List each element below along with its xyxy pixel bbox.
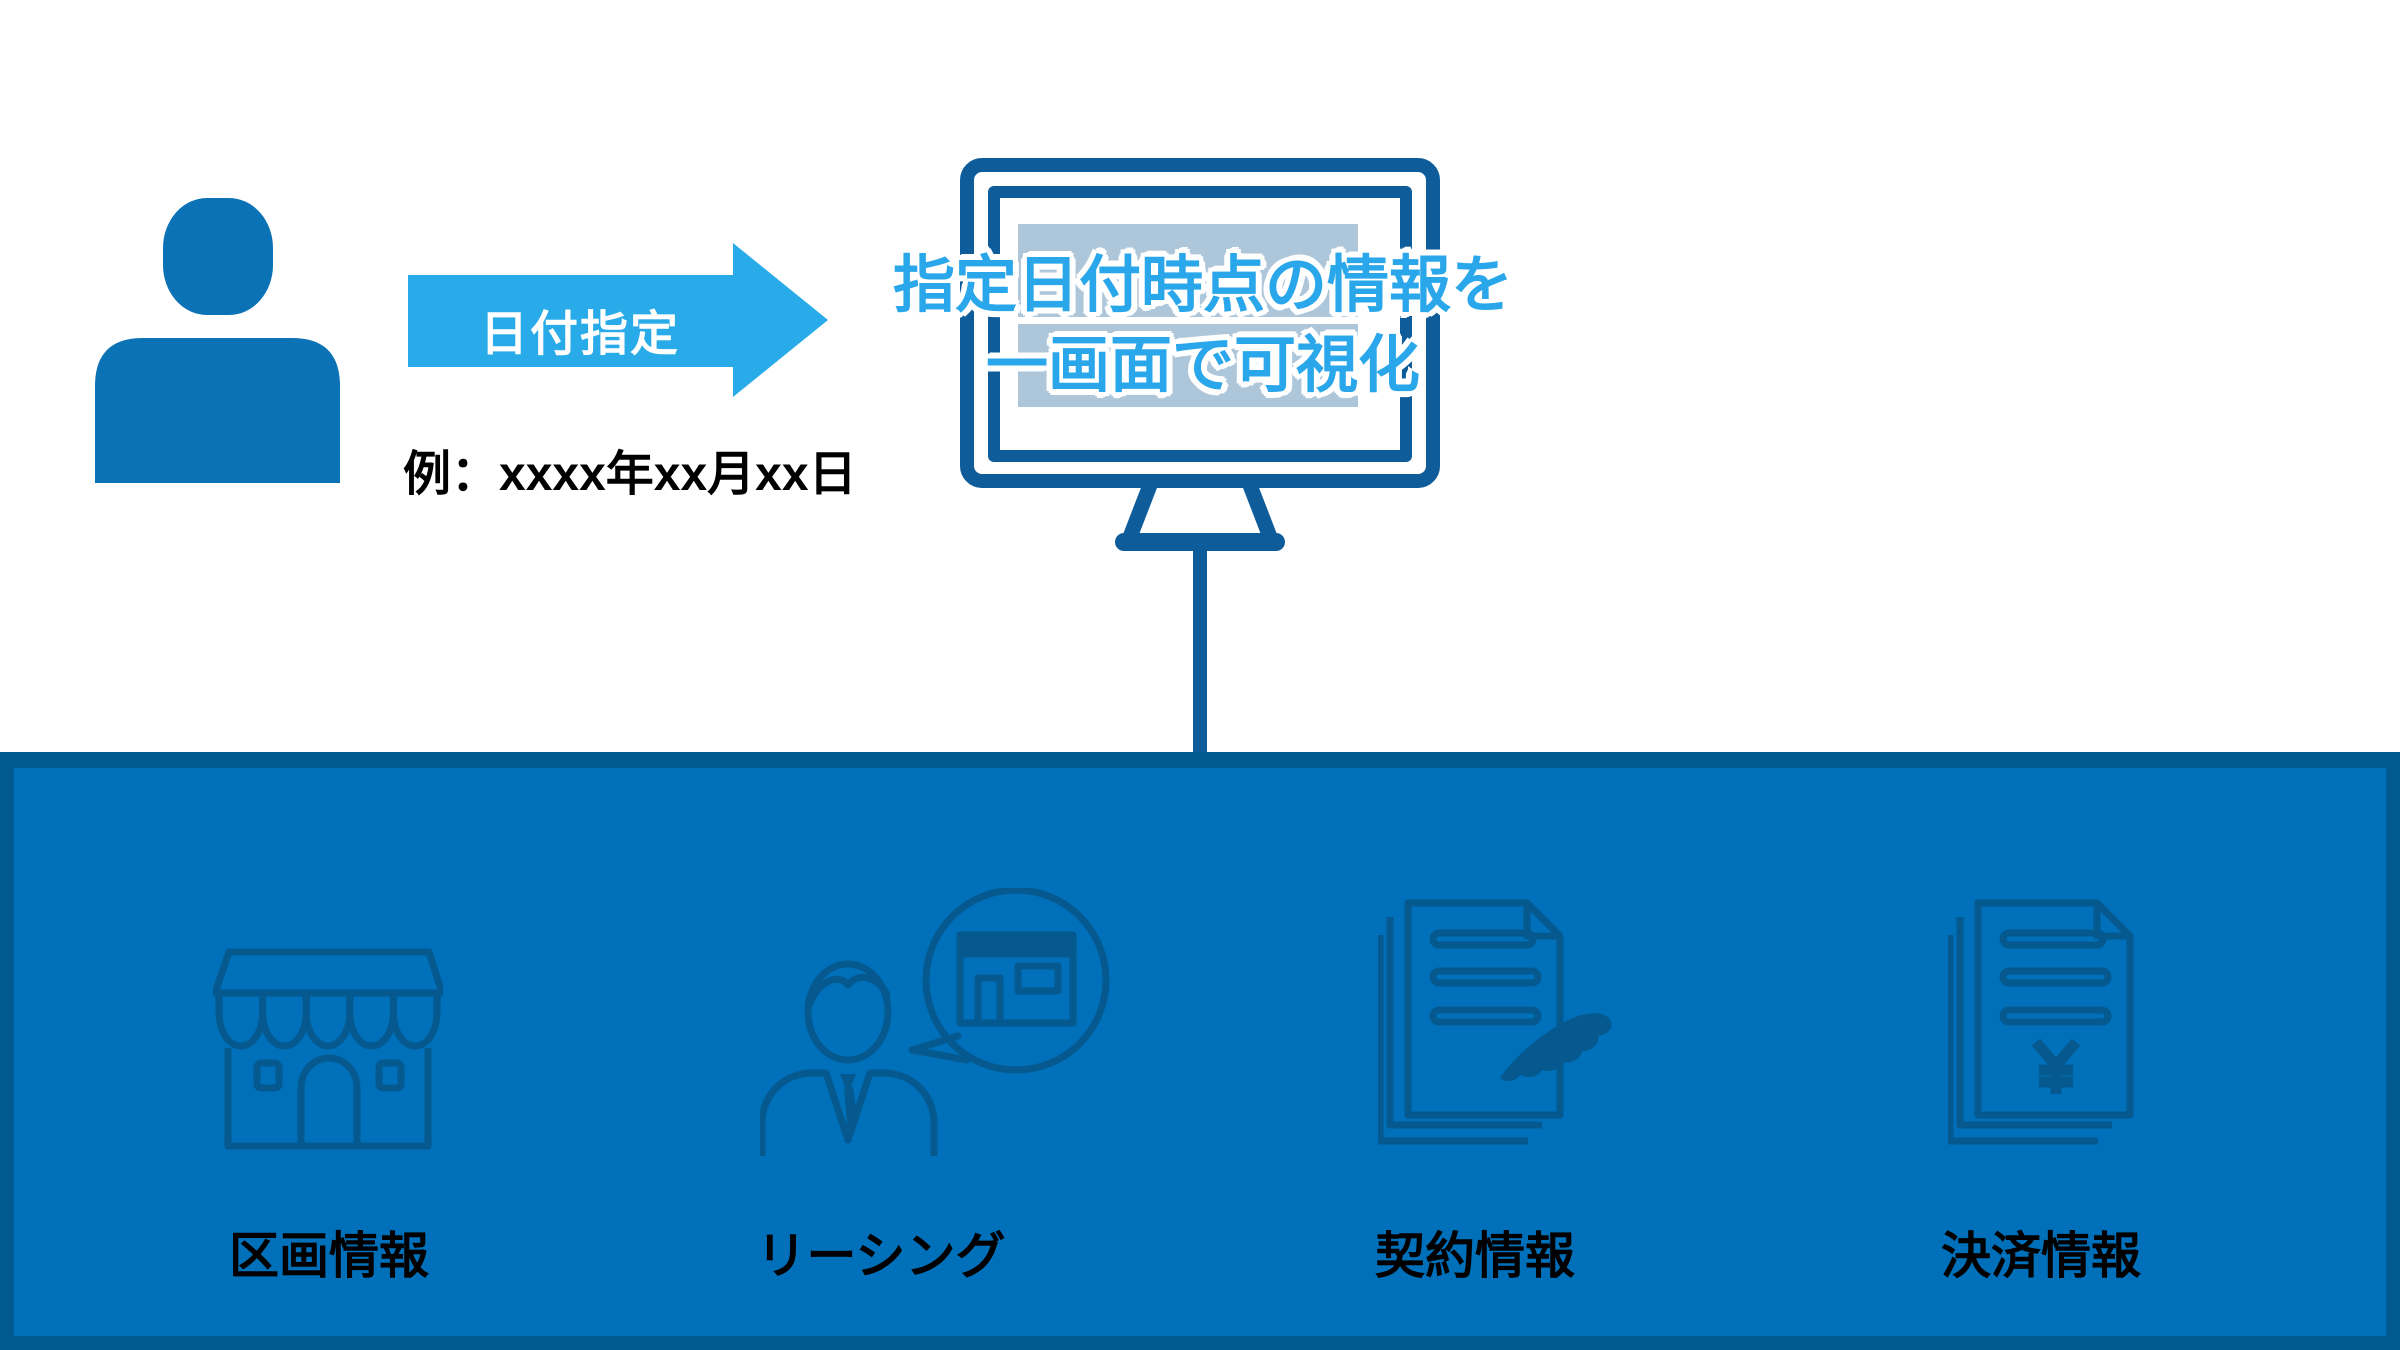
headline-line2: 一画面で可視化 (985, 331, 1420, 400)
panel-label-kukaku: 区画情報 (229, 1228, 429, 1284)
headline-line1: 指定日付時点の情報を (892, 251, 1513, 320)
example-date-text: 例：xxxx年xx月xx日 (403, 448, 857, 501)
monitor-stand (1115, 480, 1285, 551)
arrow-label: 日付指定 (479, 308, 680, 361)
contract-documents-icon (1378, 899, 1612, 1145)
payment-documents-icon (1948, 899, 2134, 1145)
monitor-connector-line (1193, 548, 1207, 752)
screen-content-band (1018, 324, 1358, 407)
date-specify-arrow (408, 243, 828, 397)
panel-label-kessai: 決済情報 (1941, 1228, 2141, 1284)
storefront-icon (213, 948, 443, 1150)
data-panel (14, 768, 2386, 1336)
leasing-agent-icon (760, 888, 1110, 1156)
screen-content-band (1018, 224, 1358, 317)
panel-label-keiyaku: 契約情報 (1375, 1228, 1575, 1284)
user-person-icon (95, 198, 340, 483)
panel-label-leasing: リーシング (756, 1228, 1006, 1284)
monitor-headline: 指定日付時点の情報を 一画面で可視化 (878, 246, 1528, 406)
